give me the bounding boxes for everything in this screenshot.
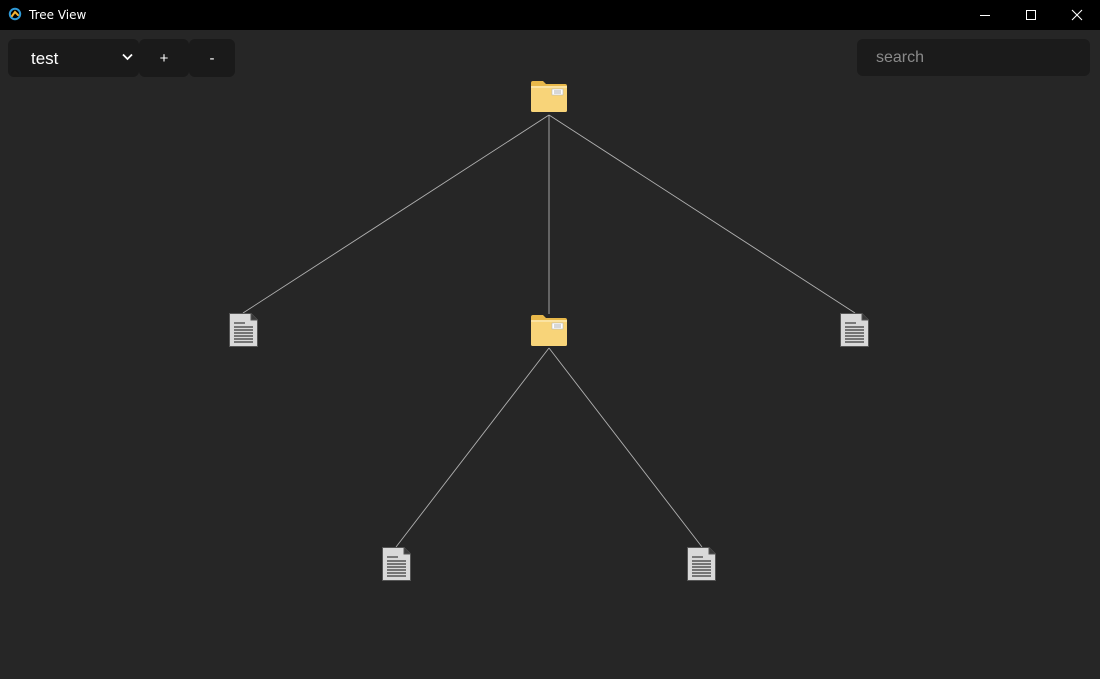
tree-node-file[interactable] (228, 312, 259, 348)
zoom-in-button[interactable]: + (139, 39, 189, 77)
file-icon (229, 313, 258, 347)
tree-node-file[interactable] (381, 546, 412, 582)
tree-node-file[interactable] (839, 312, 870, 348)
tree-edge (548, 114, 856, 314)
file-icon (382, 547, 411, 581)
title-bar: Tree View (0, 0, 1100, 30)
close-button[interactable] (1054, 0, 1100, 30)
file-icon (687, 547, 716, 581)
tree-node-folder[interactable] (530, 314, 568, 347)
search-input[interactable] (857, 39, 1090, 76)
window-title: Tree View (29, 8, 87, 22)
app-logo-icon (8, 7, 22, 21)
zoom-out-button[interactable]: - (189, 39, 235, 77)
maximize-icon (1026, 10, 1036, 20)
tree-select-value: test (31, 49, 59, 68)
tree-edge (242, 114, 550, 314)
folder-icon (531, 81, 567, 112)
tree-node-root-folder[interactable] (530, 80, 568, 113)
minimize-button[interactable] (962, 0, 1008, 30)
file-icon (840, 313, 869, 347)
maximize-button[interactable] (1008, 0, 1054, 30)
tree-edge (395, 347, 550, 548)
minimize-icon (980, 15, 990, 16)
tree-edge (548, 347, 703, 548)
folder-icon (531, 315, 567, 346)
tree-select[interactable]: test (8, 39, 139, 77)
chevron-down-icon (122, 53, 133, 61)
tree-node-file[interactable] (686, 546, 717, 582)
close-icon (1071, 9, 1083, 21)
